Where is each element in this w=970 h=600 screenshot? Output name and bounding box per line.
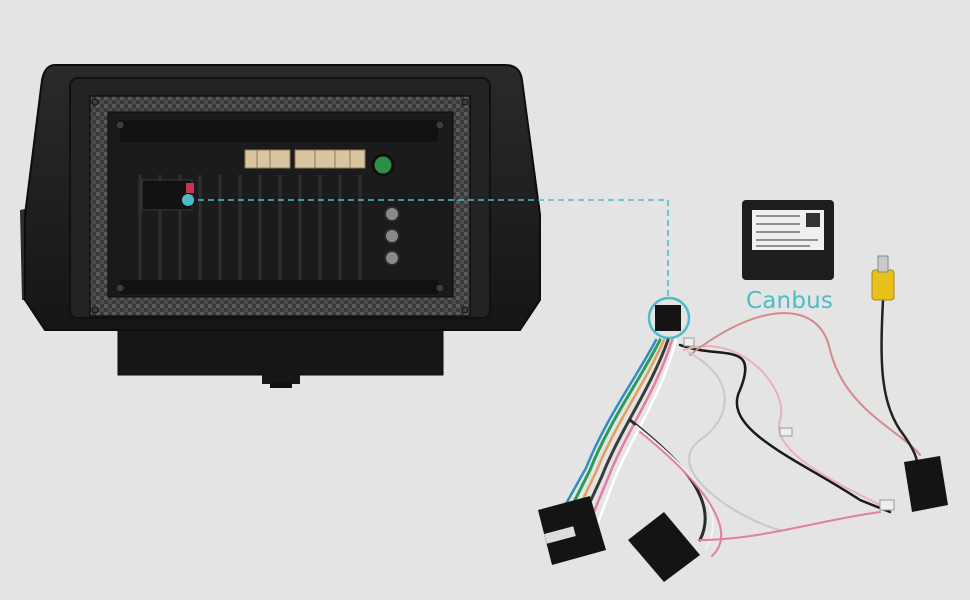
car-stereo-back-panel xyxy=(20,64,541,388)
rca-video-plug xyxy=(871,255,895,301)
connection-callout xyxy=(182,194,691,340)
canbus-label: Canbus xyxy=(746,288,834,314)
vehicle-plug-right xyxy=(904,456,948,512)
wiring-harness xyxy=(556,298,921,557)
vehicle-plug-center xyxy=(628,512,700,582)
harness-connector-top xyxy=(655,305,681,331)
canbus-decoder-box xyxy=(742,200,834,280)
vehicle-plug-left xyxy=(538,496,606,565)
